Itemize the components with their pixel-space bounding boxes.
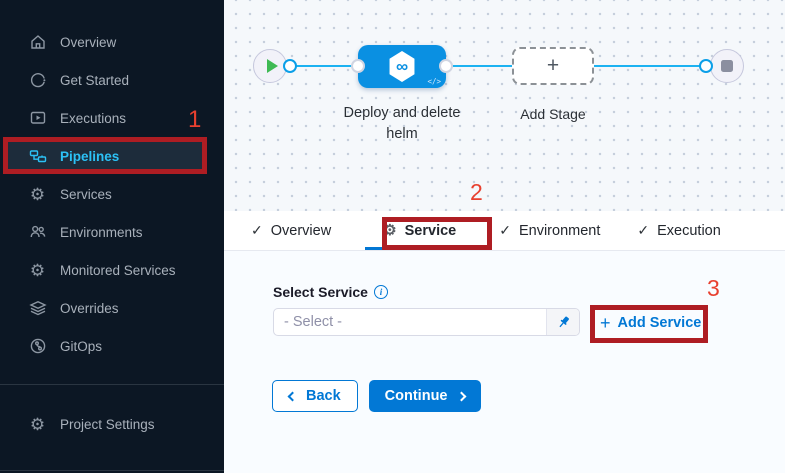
check-icon: ✓	[499, 222, 511, 238]
sidebar-item-monitored-services[interactable]: ⚙ Monitored Services	[0, 251, 224, 289]
chevron-right-icon	[456, 391, 466, 401]
sidebar-item-label: Project Settings	[60, 416, 155, 432]
service-form: Select Service i - Select - + Add Servic…	[224, 251, 785, 473]
tab-environment[interactable]: ✓ Environment	[499, 211, 600, 250]
connector-port	[439, 59, 453, 73]
pipeline-canvas[interactable]: ∞ </> + Deploy and delete helm Add Stage…	[224, 0, 785, 211]
play-icon	[266, 59, 278, 73]
tab-label: Execution	[657, 222, 721, 239]
back-button[interactable]: Back	[272, 380, 358, 412]
continue-button-label: Continue	[384, 388, 448, 404]
sidebar-divider	[0, 470, 224, 471]
tab-service[interactable]: ⚙ Service	[365, 211, 480, 250]
tab-label: Service	[404, 222, 457, 239]
sidebar-item-gitops[interactable]: GitOps	[0, 327, 224, 365]
sidebar-item-executions[interactable]: Executions	[0, 99, 224, 137]
services-icon: ⚙	[29, 184, 46, 204]
sidebar: 1 Overview Get Started Executions Pipeli…	[0, 0, 224, 473]
stage-tabbar: ✓ Overview ⚙ Service ✓ Environment ✓ Exe…	[224, 211, 785, 251]
field-label-text: Select Service	[273, 284, 368, 300]
sidebar-item-overrides[interactable]: Overrides	[0, 289, 224, 327]
pin-icon	[558, 316, 569, 327]
gitops-icon	[28, 337, 47, 356]
sidebar-item-services[interactable]: ⚙ Services	[0, 175, 224, 213]
sidebar-item-label: Overview	[60, 34, 117, 50]
sidebar-item-overview[interactable]: Overview	[0, 23, 224, 61]
sidebar-item-label: Overrides	[60, 300, 119, 316]
sidebar-item-project-settings[interactable]: ⚙ Project Settings	[0, 405, 224, 443]
form-buttons: Back Continue	[272, 380, 481, 412]
pipeline-start-node[interactable]	[253, 49, 287, 83]
main-content: ∞ </> + Deploy and delete helm Add Stage…	[224, 0, 785, 473]
continue-button[interactable]: Continue	[368, 380, 481, 412]
plus-icon: +	[600, 312, 611, 333]
executions-icon	[28, 109, 47, 128]
plus-icon: +	[546, 54, 560, 77]
back-button-label: Back	[306, 388, 341, 404]
annotation-number-2: 2	[470, 179, 483, 205]
pin-button[interactable]	[546, 309, 579, 335]
environments-icon	[28, 223, 47, 242]
stage-label: Deploy and delete helm	[343, 105, 461, 142]
pipeline-connector-line	[270, 65, 727, 67]
add-stage-label: Add Stage	[520, 106, 586, 122]
add-stage-button[interactable]: +	[512, 47, 594, 85]
stop-icon	[721, 60, 733, 72]
sidebar-item-label: Environments	[60, 224, 143, 240]
check-icon: ✓	[637, 222, 650, 238]
add-service-label: Add Service	[617, 315, 702, 331]
select-value[interactable]: - Select -	[284, 314, 343, 330]
sidebar-item-label: Get Started	[60, 72, 130, 88]
connector-port	[699, 59, 713, 73]
annotation-number-3: 3	[707, 275, 720, 301]
connector-port	[283, 59, 297, 73]
tab-execution[interactable]: ✓ Execution	[637, 211, 720, 250]
monitored-services-icon: ⚙	[29, 260, 46, 280]
sidebar-item-label: Executions	[60, 110, 127, 126]
code-icon: </>	[427, 77, 441, 86]
info-icon[interactable]: i	[373, 285, 388, 299]
sidebar-item-pipelines[interactable]: Pipelines	[0, 137, 224, 175]
gear-icon: ⚙	[383, 222, 397, 239]
tab-label: Overview	[270, 222, 332, 239]
gear-icon: ⚙	[29, 414, 46, 434]
tab-overview[interactable]: ✓ Overview	[251, 211, 331, 250]
sidebar-item-label: Pipelines	[60, 148, 120, 164]
cd-stage-icon: ∞	[389, 51, 415, 82]
home-icon	[28, 33, 47, 52]
overrides-icon	[28, 299, 47, 318]
connector-port	[351, 59, 365, 73]
pipeline-end-node[interactable]	[710, 49, 744, 83]
sidebar-item-label: Monitored Services	[60, 262, 176, 278]
sidebar-item-label: GitOps	[60, 338, 103, 354]
sidebar-item-get-started[interactable]: Get Started	[0, 61, 224, 99]
stage-node-deploy-and-delete-helm[interactable]: ∞ </>	[358, 45, 446, 88]
select-service-dropdown[interactable]: - Select -	[273, 308, 580, 336]
get-started-icon	[28, 71, 47, 90]
add-service-link[interactable]: + Add Service	[600, 311, 701, 335]
sidebar-item-label: Services	[60, 186, 112, 202]
infinity-icon: ∞	[395, 56, 409, 76]
sidebar-divider	[0, 384, 224, 385]
sidebar-item-environments[interactable]: Environments	[0, 213, 224, 251]
pipelines-icon	[28, 147, 47, 166]
select-service-label: Select Service i	[273, 284, 388, 300]
check-icon: ✓	[251, 222, 263, 238]
chevron-left-icon	[287, 391, 298, 401]
tab-label: Environment	[518, 222, 601, 239]
